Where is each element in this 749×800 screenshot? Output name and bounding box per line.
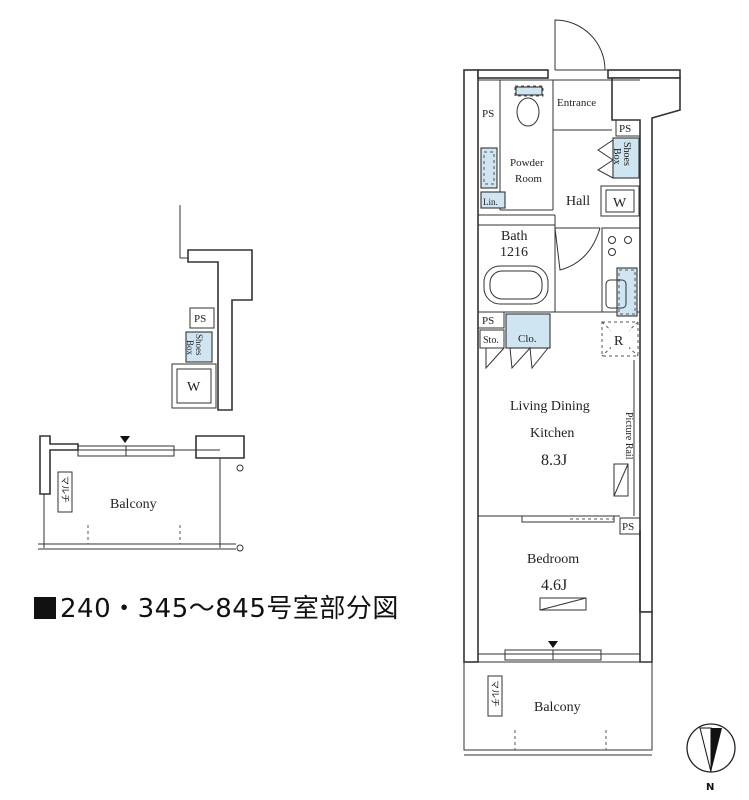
powder-room-label-2: Room [515, 173, 542, 185]
entrance-door-swing [554, 19, 606, 71]
north-wall-right [607, 69, 681, 79]
partial-multi-label: マルチ [60, 476, 70, 503]
partial-multi-unit [57, 471, 73, 513]
bedroom-label: Bedroom [527, 552, 579, 567]
bedroom-marker [539, 597, 587, 611]
partial-balcony-label: Balcony [110, 497, 157, 512]
multi-unit [487, 675, 503, 717]
multi-label: マルチ [490, 680, 500, 707]
caption-square-icon [34, 597, 56, 619]
north-wall-left [477, 69, 549, 79]
washer-label: W [613, 196, 627, 211]
partial-plan: PS Shoes Box W マルチ Balcony [38, 205, 253, 552]
partial-washer-label: W [187, 380, 201, 395]
window-arrow [548, 641, 558, 648]
bath-size: 1216 [500, 245, 528, 260]
box-label: Box [611, 148, 622, 165]
partial-washer-box [171, 363, 217, 409]
partial-box-label: Box [185, 340, 195, 356]
caption: 240・345〜845号室部分図 [34, 588, 399, 625]
closet [505, 313, 551, 349]
entrance-label: Entrance [557, 97, 596, 109]
closet-doors [485, 346, 549, 370]
ps-label-3: PS [482, 315, 494, 327]
ps-label-4: PS [622, 521, 634, 533]
partial-shoes-label: Shoes [194, 334, 204, 356]
sto-label: Sto. [483, 335, 499, 346]
partial-window-arrow [120, 436, 130, 443]
sink [480, 147, 498, 189]
ldk-label-2: Kitchen [530, 426, 574, 441]
caption-text: 240・345〜845号室部分図 [60, 594, 399, 624]
bathtub [483, 265, 549, 305]
ldk-label-1: Living Dining [510, 399, 590, 414]
balcony-label: Balcony [534, 700, 581, 715]
partial-structure [187, 249, 253, 411]
refrigerator-label: R [614, 334, 624, 349]
west-wall [463, 69, 479, 663]
east-pillar [639, 530, 653, 663]
ldk-size: 8.3J [541, 452, 567, 469]
partial-ps-label: PS [194, 313, 206, 325]
partial-shoes-box [185, 331, 213, 363]
compass-label: N [706, 782, 714, 793]
ldk-cabinet [613, 463, 629, 497]
lin-label: Lin. [483, 197, 498, 207]
linen-shelf [480, 191, 506, 209]
ps-label-2: PS [619, 123, 631, 135]
bedroom-size: 4.6J [541, 577, 567, 594]
toilet [516, 97, 540, 127]
picture-rail-label: Picture Rail [623, 412, 634, 460]
kitchen-sink [605, 279, 627, 309]
refrigerator [601, 321, 639, 357]
bath-label: Bath [501, 229, 527, 244]
compass: N [686, 723, 736, 793]
main-plan: Entrance PS Powder Room Lin. PS Shoes Bo… [463, 19, 681, 756]
stove [608, 236, 616, 244]
washer-box [600, 185, 640, 217]
hall-label: Hall [566, 194, 590, 209]
shoes-box [612, 137, 640, 179]
powder-room-label-1: Powder [510, 157, 544, 169]
ps-label-1: PS [482, 108, 494, 120]
kitchen-sink-area [616, 267, 638, 317]
shoes-label: Shoes [621, 142, 632, 166]
clo-label: Clo. [518, 333, 537, 345]
hall-door-swing [554, 227, 601, 271]
